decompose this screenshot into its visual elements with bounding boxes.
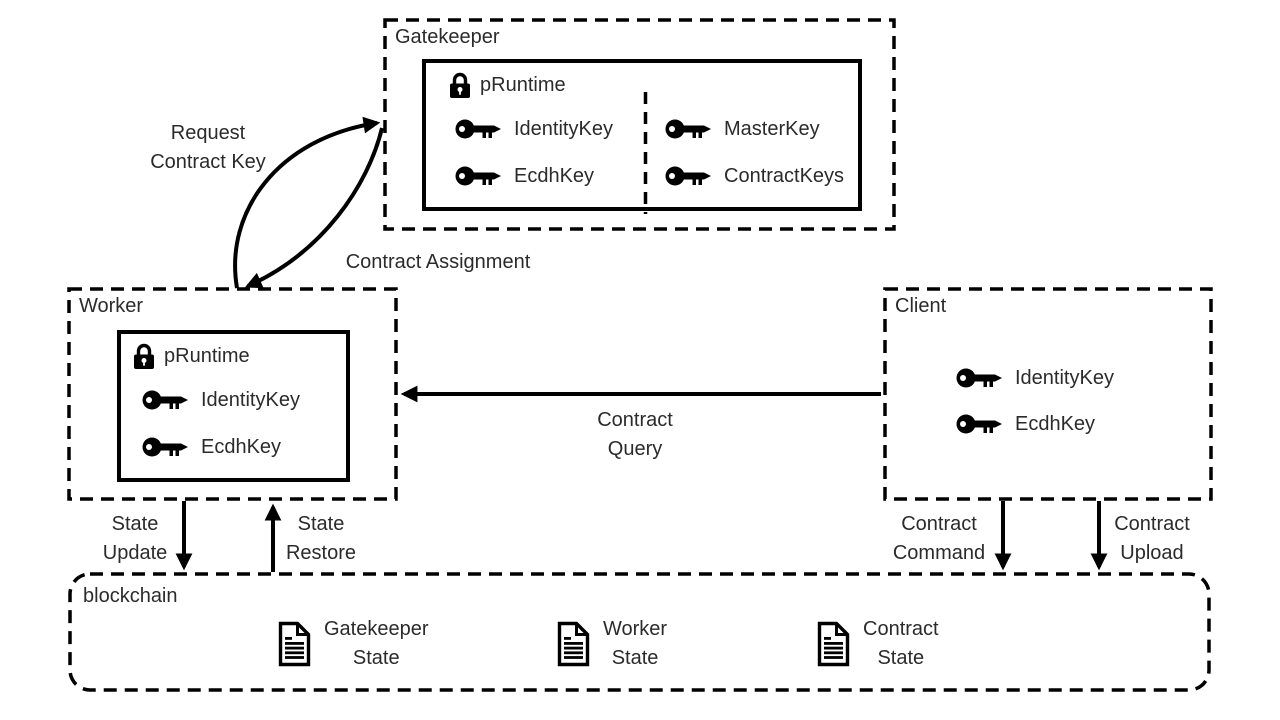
worker-identitykey-row: IdentityKey <box>142 387 300 413</box>
contract-state-label: Contract State <box>863 615 939 673</box>
contract-query-line1: Contract <box>597 409 673 431</box>
state-update-line2: Update <box>102 542 168 564</box>
gatekeeper-pruntime-label: pRuntime <box>480 74 566 96</box>
key-icon <box>956 368 1002 388</box>
key-icon <box>956 414 1002 434</box>
worker-pruntime-header: pRuntime <box>131 342 250 371</box>
blockchain-box: blockchain Gatekeeper State <box>68 572 1211 692</box>
key-icon <box>665 119 711 139</box>
worker-pruntime-box: pRuntime IdentityKey EcdhKey <box>117 330 350 482</box>
gatekeeper-box-border <box>383 18 896 231</box>
lock-icon <box>134 343 154 369</box>
client-title: Client <box>895 295 947 317</box>
contract-upload-label: Contract Upload <box>1077 510 1227 568</box>
contract-command-line1: Contract <box>901 513 977 535</box>
key-icon <box>142 437 188 457</box>
gatekeeper-identitykey-row: IdentityKey <box>455 116 613 142</box>
worker-box: Worker pRuntime IdentityKey <box>67 287 398 501</box>
pruntime-divider <box>643 92 648 214</box>
lock-icon <box>450 72 470 98</box>
gatekeeper-state-line2: State <box>352 647 400 669</box>
client-box: Client IdentityKey EcdhKey <box>883 287 1213 501</box>
client-identitykey-row: IdentityKey <box>956 365 1114 391</box>
state-update-line1: State <box>111 513 159 535</box>
document-icon <box>817 621 850 667</box>
client-identitykey-label: IdentityKey <box>1015 366 1114 389</box>
worker-state-item: Worker State <box>557 615 667 673</box>
gatekeeper-identitykey-label: IdentityKey <box>514 117 613 140</box>
worker-identitykey-label: IdentityKey <box>201 388 300 411</box>
key-icon <box>142 390 188 410</box>
client-ecdhkey-row: EcdhKey <box>956 411 1095 437</box>
client-box-border <box>883 287 1213 501</box>
document-icon <box>557 621 590 667</box>
key-icon <box>455 119 501 139</box>
worker-pruntime-label: pRuntime <box>164 345 250 367</box>
gatekeeper-contractkeys-row: ContractKeys <box>665 163 844 189</box>
worker-ecdhkey-row: EcdhKey <box>142 434 281 460</box>
contract-state-line2: State <box>877 647 925 669</box>
request-contract-key-line2: Contract Key <box>150 151 266 173</box>
gatekeeper-state-line1: Gatekeeper <box>324 618 429 640</box>
contract-query-label: Contract Query <box>535 406 735 464</box>
gatekeeper-masterkey-label: MasterKey <box>724 117 820 140</box>
gatekeeper-pruntime-box: pRuntime IdentityKey EcdhKey <box>422 59 862 214</box>
contract-upload-line1: Contract <box>1114 513 1190 535</box>
gatekeeper-ecdhkey-label: EcdhKey <box>514 164 595 187</box>
worker-state-line2: State <box>611 647 659 669</box>
request-contract-key-line1: Request <box>170 122 246 144</box>
gatekeeper-title: Gatekeeper <box>395 26 500 48</box>
contract-command-label: Contract Command <box>864 510 1014 568</box>
gatekeeper-state-label: Gatekeeper State <box>324 615 429 673</box>
contract-command-line2: Command <box>892 542 986 564</box>
request-contract-key-label: Request Contract Key <box>98 119 318 177</box>
contract-query-line2: Query <box>607 438 663 460</box>
blockchain-box-border <box>68 572 1211 692</box>
contract-state-line1: Contract <box>863 618 939 640</box>
gatekeeper-ecdhkey-row: EcdhKey <box>455 163 594 189</box>
contract-assignment-label: Contract Assignment <box>345 251 531 273</box>
contract-state-item: Contract State <box>817 615 939 673</box>
gatekeeper-contractkeys-label: ContractKeys <box>724 164 845 187</box>
key-icon <box>455 166 501 186</box>
worker-state-line1: Worker <box>603 618 668 640</box>
state-restore-line1: State <box>297 513 345 535</box>
state-update-label: State Update <box>60 510 210 568</box>
worker-ecdhkey-label: EcdhKey <box>201 435 282 458</box>
client-ecdhkey-label: EcdhKey <box>1015 412 1096 435</box>
blockchain-title: blockchain <box>83 585 178 607</box>
gatekeeper-state-item: Gatekeeper State <box>278 615 429 673</box>
contract-upload-line2: Upload <box>1120 542 1184 564</box>
key-icon <box>665 166 711 186</box>
worker-box-border <box>67 287 398 501</box>
gatekeeper-masterkey-row: MasterKey <box>665 116 820 142</box>
state-restore-label: State Restore <box>246 510 396 568</box>
gatekeeper-box: Gatekeeper pRuntime IdentityKe <box>383 18 896 231</box>
worker-state-label: Worker State <box>603 615 667 673</box>
gatekeeper-pruntime-header: pRuntime <box>447 71 566 100</box>
state-restore-line2: Restore <box>285 542 357 564</box>
worker-title: Worker <box>79 295 144 317</box>
document-icon <box>278 621 311 667</box>
